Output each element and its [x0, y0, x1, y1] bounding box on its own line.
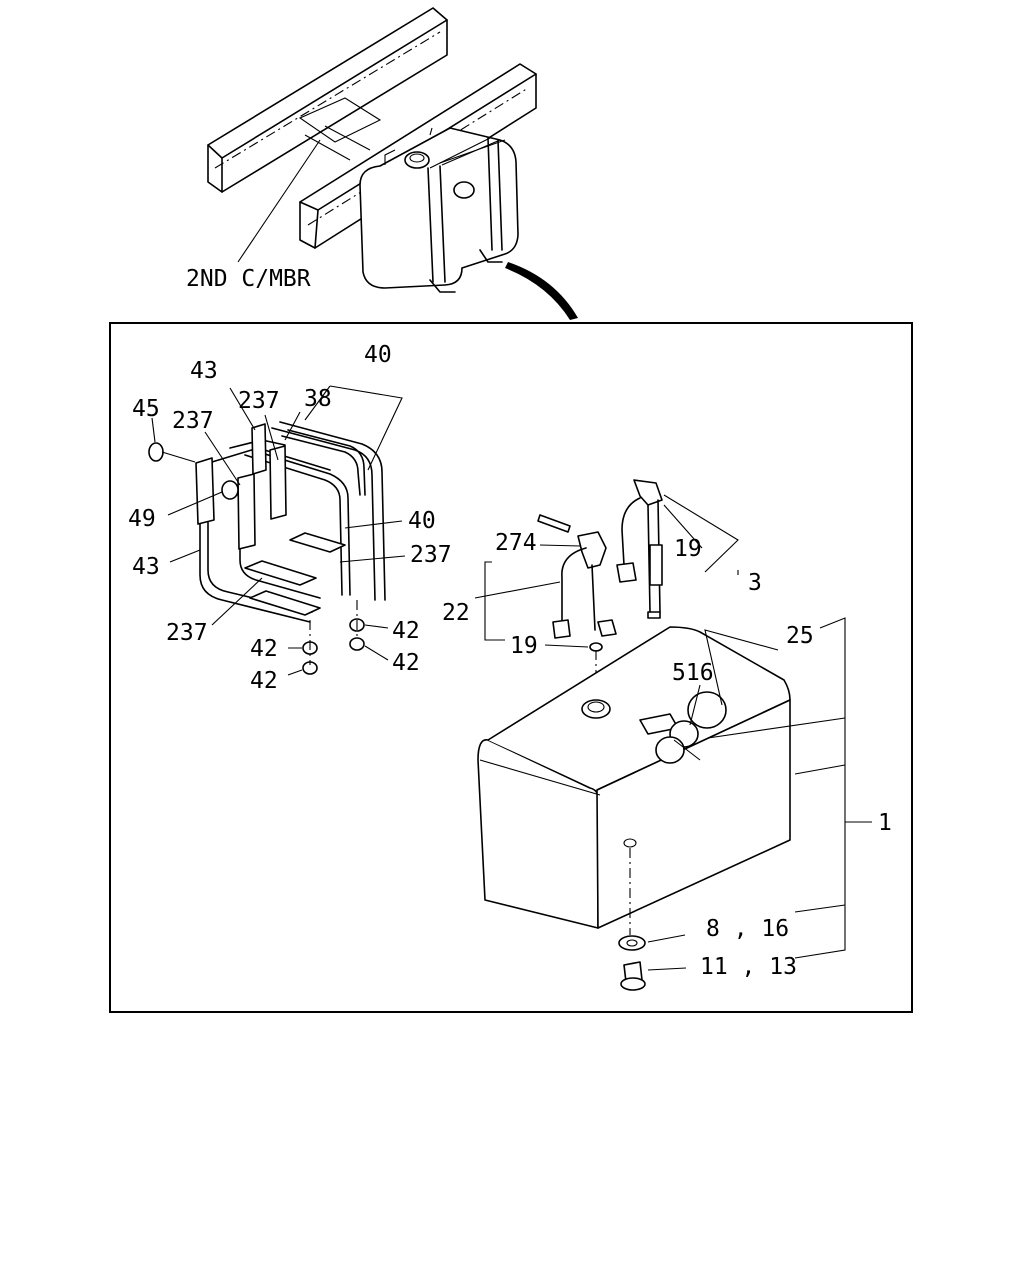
sender-units — [537, 479, 663, 705]
callout-8-16: 8 , 16 — [706, 916, 789, 942]
callout-11-13: 11 , 13 — [700, 954, 797, 980]
callout-40-top: 40 — [364, 342, 392, 368]
callout-237-d: 237 — [166, 620, 208, 646]
fuel-tank — [477, 626, 791, 991]
bracket-assembly — [148, 421, 386, 675]
callout-1: 1 — [878, 810, 892, 836]
callout-40-mid: 40 — [408, 508, 436, 534]
callout-42-b: 42 — [250, 636, 278, 662]
callout-42-d: 42 — [250, 668, 278, 694]
callout-42-c: 42 — [392, 650, 420, 676]
callout-19-left: 19 — [510, 633, 538, 659]
chassis-member-label: 2ND C/MBR — [186, 266, 311, 292]
callout-38: 38 — [304, 386, 332, 412]
callout-43-left: 43 — [132, 554, 160, 580]
callout-516: 516 — [672, 660, 714, 686]
callout-25: 25 — [786, 623, 814, 649]
callout-43-top: 43 — [190, 358, 218, 384]
callout-49: 49 — [128, 506, 156, 532]
callout-45: 45 — [132, 396, 160, 422]
callout-42-a: 42 — [392, 618, 420, 644]
detail-frame — [109, 322, 913, 1013]
callout-237-b: 237 — [172, 408, 214, 434]
leader-lines — [151, 385, 872, 971]
callout-22: 22 — [442, 600, 470, 626]
callout-3: 3 — [748, 570, 762, 596]
callout-labels: 40 38 237 43 45 237 49 40 237 43 237 42 … — [128, 342, 892, 980]
callout-237-a: 237 — [238, 388, 280, 414]
callout-19-right: 19 — [674, 536, 702, 562]
callout-274: 274 — [495, 530, 537, 556]
callout-237-c: 237 — [410, 542, 452, 568]
chassis-overview: 2ND C/MBR — [186, 7, 578, 320]
